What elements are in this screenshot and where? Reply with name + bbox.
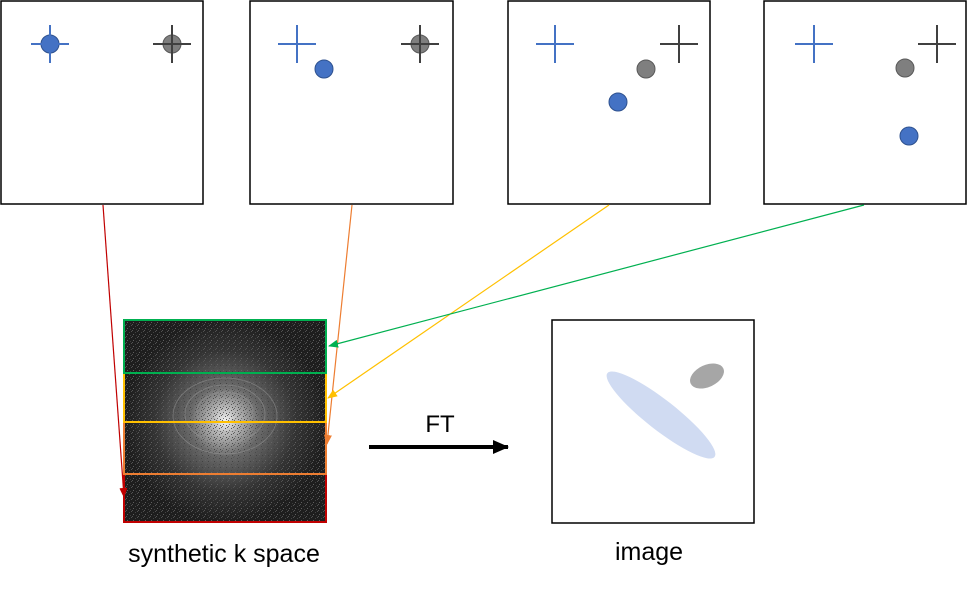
gray-marker (895, 58, 915, 78)
synthetic-kspace (123, 319, 327, 523)
gray-crosshair (153, 25, 191, 63)
motion-frame-1 (0, 0, 204, 205)
blue-marker (314, 59, 334, 79)
blurred-blue-object (606, 371, 716, 459)
motion-frame-2 (249, 0, 454, 205)
motion-frame-4 (763, 0, 967, 205)
frame-4-box (763, 0, 967, 205)
ft-label: FT (425, 411, 455, 438)
arrow-frame-3-to-yellow-segment (327, 204, 610, 399)
blue-marker (608, 92, 628, 112)
image-caption: image (615, 538, 683, 566)
blue-crosshair (31, 25, 69, 63)
motion-frame-3 (507, 0, 711, 205)
gray-object (690, 363, 724, 389)
kspace-segment-green (123, 319, 327, 374)
kspace-caption: synthetic k space (128, 540, 320, 568)
blue-crosshair (536, 25, 574, 63)
blue-crosshair (278, 25, 316, 63)
reconstructed-image (551, 319, 755, 524)
arrow-frame-1-to-red-segment (102, 204, 128, 498)
frame-1-box (0, 0, 204, 205)
arrow-frame-4-to-green-segment (328, 204, 865, 348)
blue-crosshair (795, 25, 833, 63)
frame-2-box (249, 0, 454, 205)
gray-crosshair (918, 25, 956, 63)
gray-marker (636, 59, 656, 79)
blue-marker (899, 126, 919, 146)
gray-crosshair (401, 25, 439, 63)
arrow-frame-2-to-orange-segment (323, 204, 353, 445)
gray-crosshair (660, 25, 698, 63)
